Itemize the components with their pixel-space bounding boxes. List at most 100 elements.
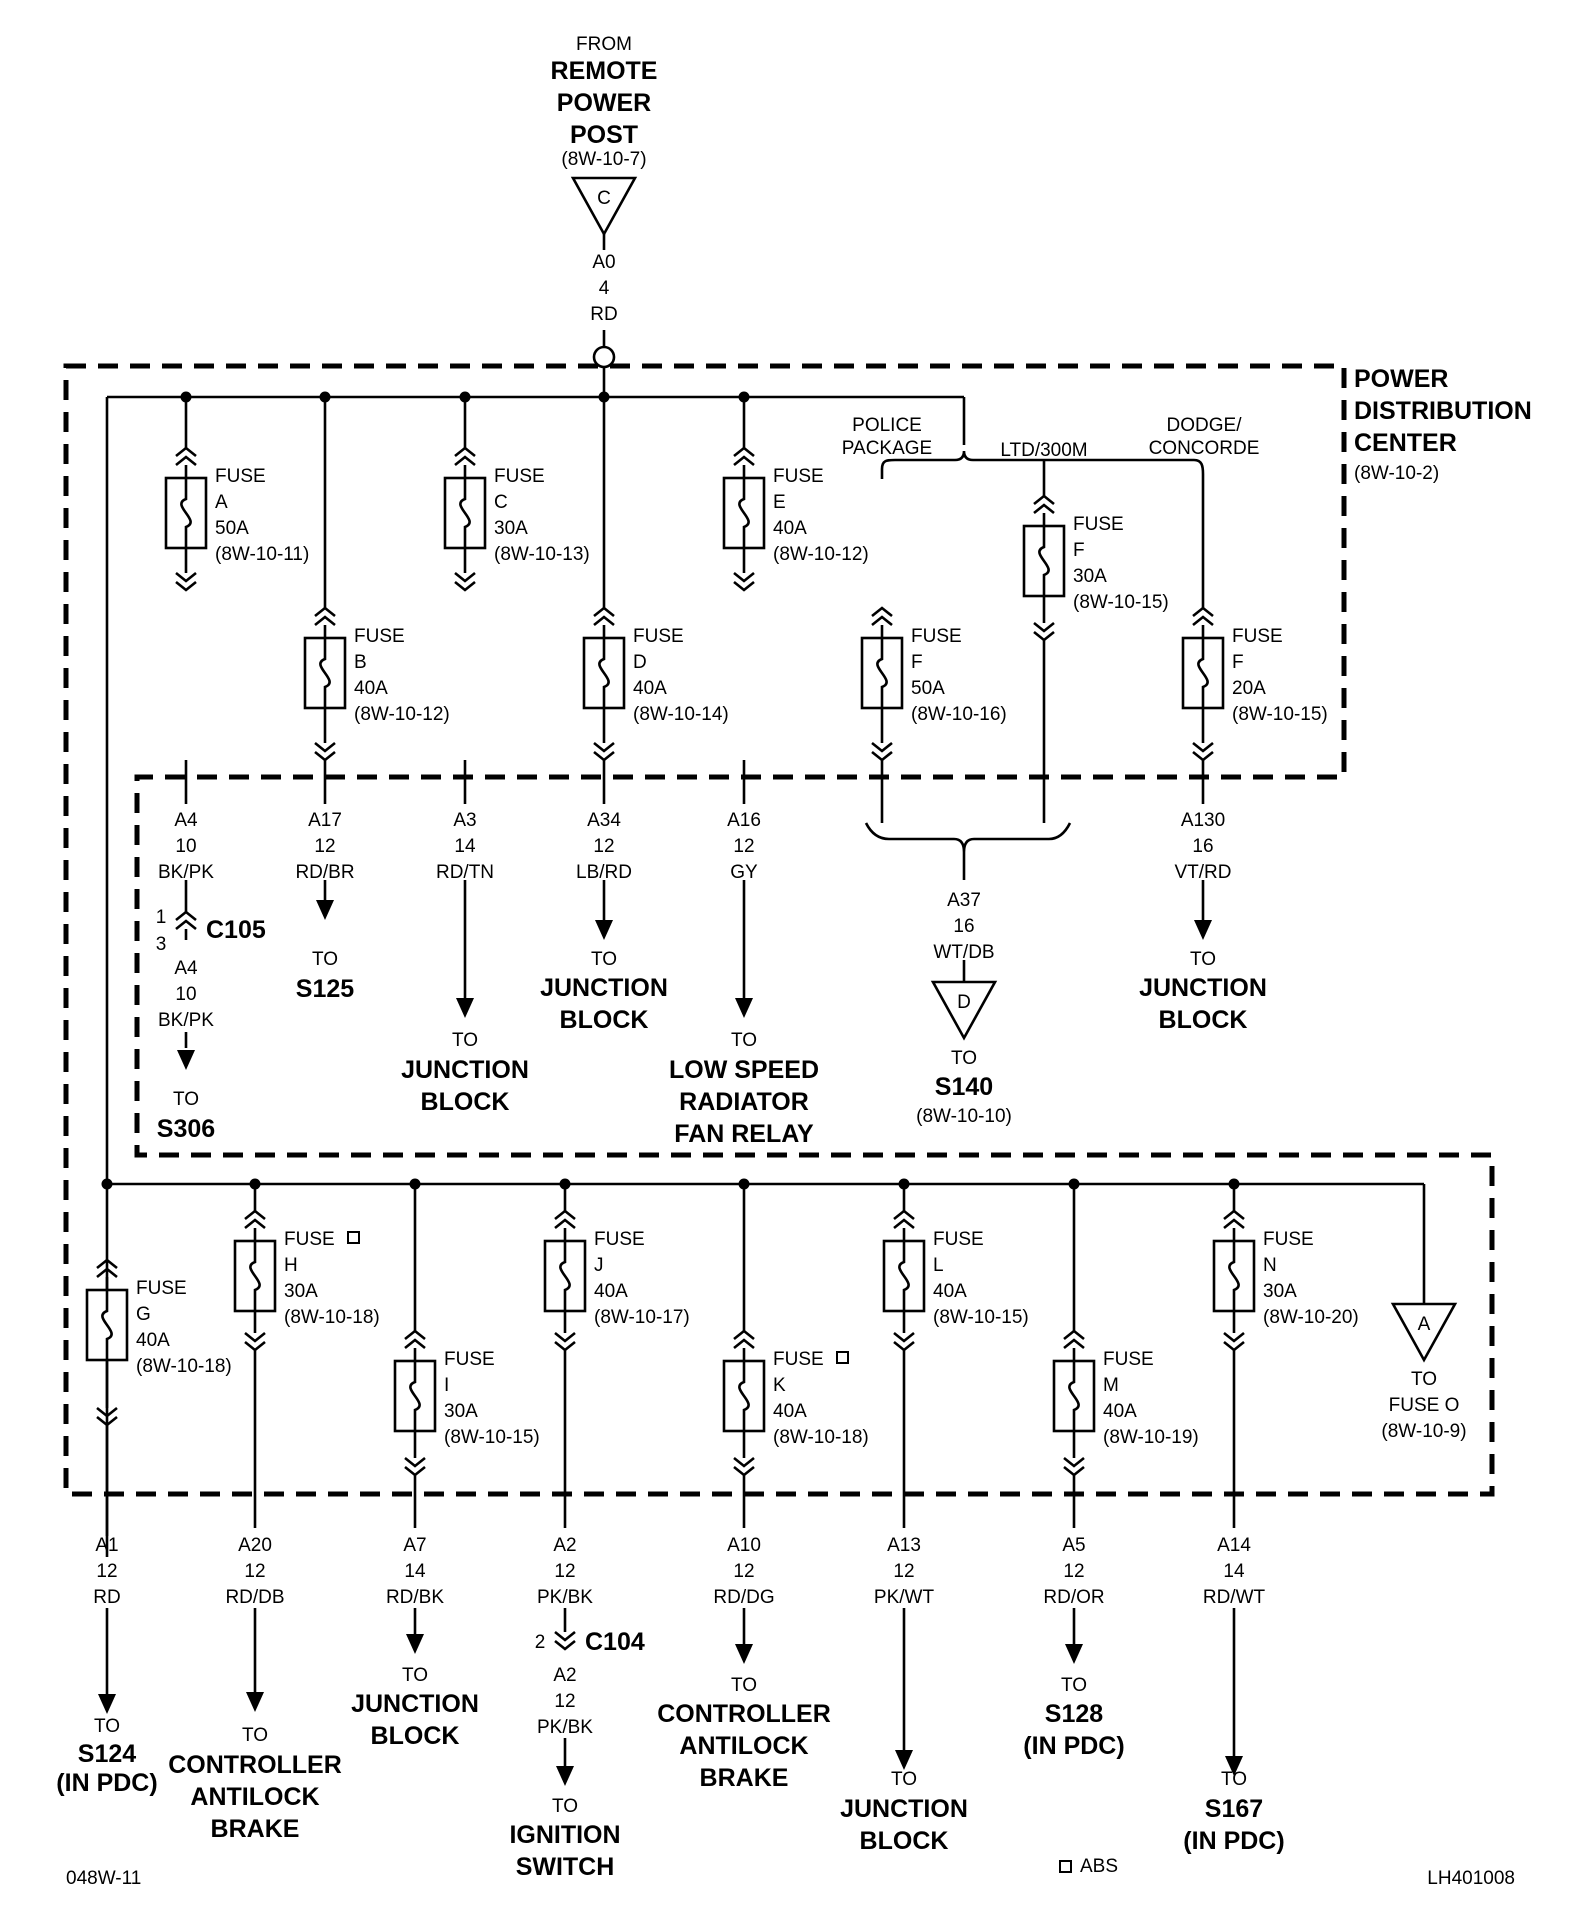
fuse-label: F [911, 652, 923, 673]
dest-label: JUNCTION [540, 974, 668, 1002]
dest-label: S140 [935, 1073, 993, 1101]
option-dodge: DODGE/ [1167, 415, 1243, 436]
source-wire: RD [590, 304, 617, 325]
fuse-label: (8W-10-11) [215, 544, 309, 565]
c104-wire: 12 [554, 1691, 575, 1712]
dest-to: TO [731, 1030, 757, 1051]
dest-label: JUNCTION [840, 1795, 968, 1823]
fuse-element-icon [180, 478, 192, 548]
connector-down-icon [1192, 741, 1214, 762]
fuse-label: FUSE [1103, 1349, 1154, 1370]
wire-label: A10 [727, 1535, 761, 1556]
dest-label: (IN PDC) [1183, 1827, 1284, 1855]
fuse-o-label: (8W-10-9) [1381, 1421, 1466, 1442]
fuse-label: F [1073, 540, 1085, 561]
dest-label: IGNITION [509, 1821, 620, 1849]
wire-label: 12 [1063, 1561, 1084, 1582]
wire-label: 14 [1223, 1561, 1245, 1582]
fuse-label: 40A [136, 1330, 170, 1351]
wire-label: 16 [1192, 836, 1213, 857]
fuse-label: 40A [773, 1401, 807, 1422]
dest-label: ANTILOCK [190, 1783, 319, 1811]
fuse-label: 40A [354, 678, 388, 699]
dest-label: (IN PDC) [56, 1769, 157, 1797]
fuse-label: A [215, 492, 228, 513]
footer-legend: ABS [1080, 1856, 1118, 1877]
connector-up-icon [733, 446, 755, 467]
dest-label: BLOCK [860, 1827, 949, 1855]
fuse-label: K [773, 1375, 786, 1396]
dest-ref: (8W-10-10) [916, 1106, 1012, 1127]
dest-label: S306 [157, 1115, 215, 1143]
arrow-down-icon [177, 1050, 195, 1070]
wire-label: A4 [174, 810, 198, 831]
arrow-down-icon [556, 1766, 574, 1786]
fuse-label: (8W-10-12) [354, 704, 450, 725]
source-title: REMOTE [551, 57, 658, 85]
dest-to: TO [552, 1796, 578, 1817]
dest-label: BRAKE [700, 1764, 789, 1792]
fuse-o-label: FUSE O [1389, 1395, 1460, 1416]
arrow-down-icon [1065, 1644, 1083, 1664]
wire-label: 12 [96, 1561, 117, 1582]
fuse-label: 40A [933, 1281, 967, 1302]
fuse-label: FUSE [1232, 626, 1283, 647]
fuse-label: (8W-10-16) [911, 704, 1007, 725]
fuse-label: I [444, 1375, 449, 1396]
dest-to: TO [591, 949, 617, 970]
fuse-element-icon [319, 638, 331, 708]
pdc-title: DISTRIBUTION [1354, 397, 1532, 425]
dest-to: TO [312, 949, 338, 970]
dest-label: BRAKE [211, 1815, 300, 1843]
dest-label: RADIATOR [679, 1088, 809, 1116]
connector-down-icon [1033, 621, 1055, 642]
connector-triangle-icon [1390, 1302, 1458, 1363]
source-title: POWER [557, 89, 651, 117]
dest-label: JUNCTION [1139, 974, 1267, 1002]
wire-label: A16 [727, 810, 761, 831]
connector-up-icon [314, 606, 336, 627]
dest-label: CONTROLLER [168, 1751, 342, 1779]
dest-label: BLOCK [421, 1088, 510, 1116]
fuse-label: J [594, 1255, 604, 1276]
dest-label: CONTROLLER [657, 1700, 831, 1728]
connector-up-icon [175, 910, 197, 931]
wire-label: PK/BK [537, 1587, 593, 1608]
c105-wire: 10 [175, 984, 196, 1005]
fuse-element-icon [898, 1241, 910, 1311]
arrow-down-icon [595, 920, 613, 940]
fuse-label: C [494, 492, 508, 513]
dest-label: (IN PDC) [1023, 1732, 1124, 1760]
fuse-label: FUSE [494, 466, 545, 487]
dest-to: TO [1221, 1769, 1247, 1790]
fuse-label: FUSE [284, 1229, 335, 1250]
c104-label: C104 [585, 1628, 645, 1656]
arrow-down-icon [406, 1634, 424, 1654]
wire-label: BK/PK [158, 862, 214, 883]
dest-to: TO [1061, 1675, 1087, 1696]
wire-label: 12 [244, 1561, 265, 1582]
wire-label: RD/BR [295, 862, 354, 883]
fuse-element-icon [738, 478, 750, 548]
connector-triangle-icon [570, 176, 638, 237]
wire-label: A5 [1062, 1535, 1085, 1556]
fuse-label: 30A [444, 1401, 478, 1422]
dest-to: TO [94, 1716, 120, 1737]
wire-label: RD/DB [225, 1587, 284, 1608]
arrow-down-icon [456, 998, 474, 1018]
c104-wire: PK/BK [537, 1717, 593, 1738]
option-bracket [880, 450, 1205, 608]
fuse-label: 40A [633, 678, 667, 699]
wire-label: A7 [403, 1535, 426, 1556]
dest-label: JUNCTION [351, 1690, 479, 1718]
wire-label: 14 [454, 836, 476, 857]
pdc-title: CENTER [1354, 429, 1457, 457]
wire-label: A14 [1217, 1535, 1251, 1556]
fuse-label: (8W-10-20) [1263, 1307, 1359, 1328]
wire-label: RD/OR [1043, 1587, 1104, 1608]
fuse-element-icon [1068, 1361, 1080, 1431]
merge-bracket [864, 822, 1072, 853]
dest-label: S167 [1205, 1795, 1263, 1823]
fuse-label: 50A [911, 678, 945, 699]
dest-label: BLOCK [371, 1722, 460, 1750]
